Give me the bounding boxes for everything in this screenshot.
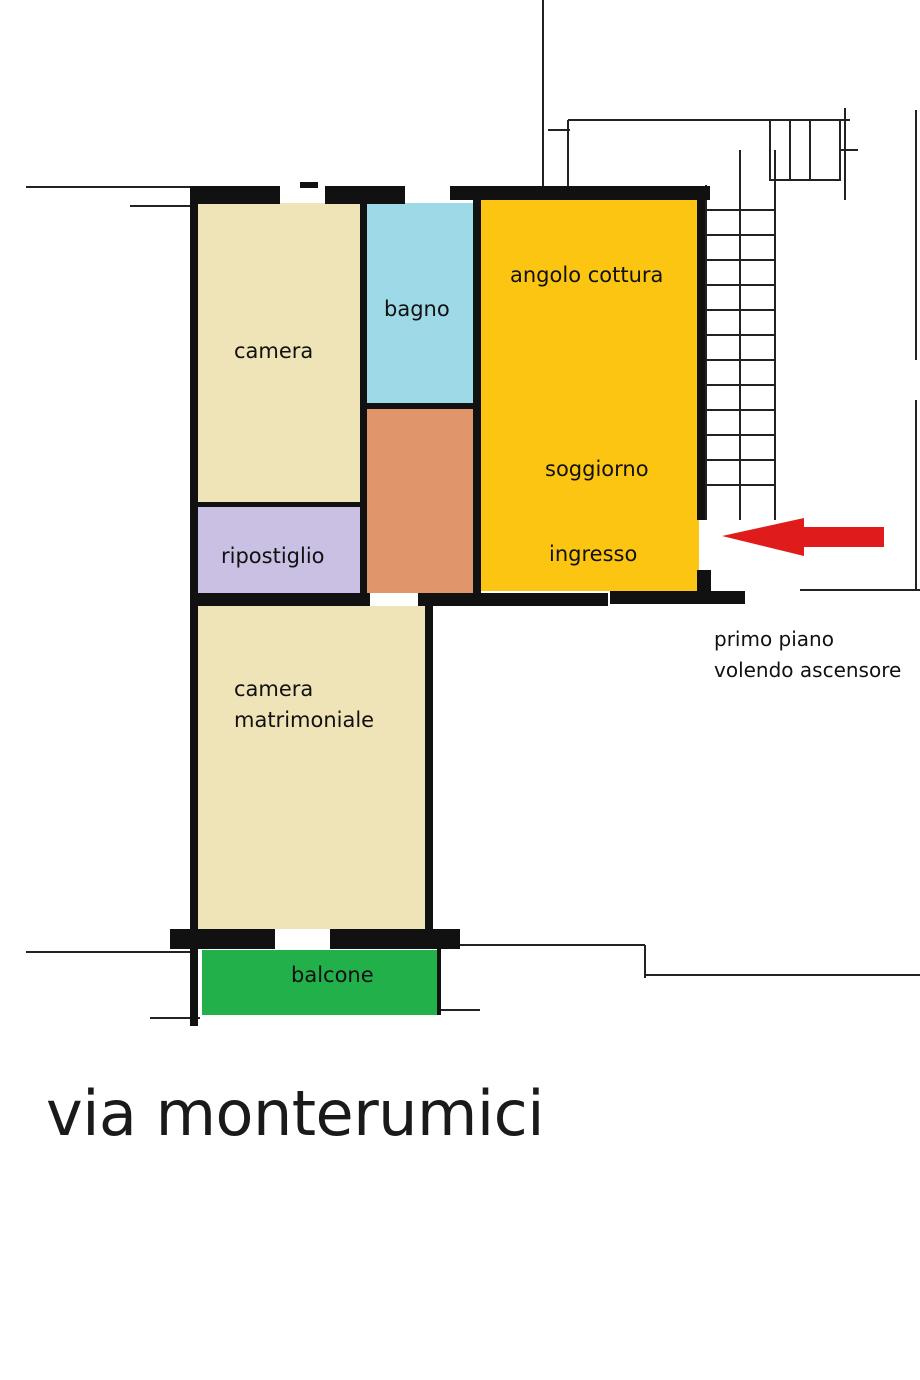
street-name: via monterumici <box>46 1077 544 1150</box>
entrance-arrow-icon <box>722 518 884 556</box>
floor-note-line2: volendo ascensore <box>714 658 902 682</box>
staircase <box>705 119 858 520</box>
label-balcone: balcone <box>291 963 374 987</box>
floor-note: primo piano volendo ascensore <box>714 624 901 686</box>
label-soggiorno: soggiorno <box>545 457 649 481</box>
label-angolo-cottura: angolo cottura <box>510 263 663 287</box>
label-bagno: bagno <box>384 297 450 321</box>
label-camera: camera <box>234 339 313 363</box>
walls <box>170 182 745 1026</box>
floor-note-line1: primo piano <box>714 627 834 651</box>
label-ingresso: ingresso <box>549 542 637 566</box>
room-camera <box>197 203 363 503</box>
room-bagno <box>367 203 474 404</box>
label-camera-matrimoniale-line1: camera <box>234 677 313 701</box>
background-lines <box>26 0 920 1019</box>
room-balcone <box>202 950 438 1015</box>
label-ripostiglio: ripostiglio <box>221 544 325 568</box>
room-camera-matrimoniale <box>197 606 428 929</box>
room-ripostiglio <box>197 505 360 593</box>
floor-plan: camera bagno angolo cottura soggiorno in… <box>26 0 920 1026</box>
label-camera-matrimoniale-line2: matrimoniale <box>234 708 374 732</box>
room-disimpegno <box>365 409 473 593</box>
room-soggiorno <box>480 198 699 591</box>
